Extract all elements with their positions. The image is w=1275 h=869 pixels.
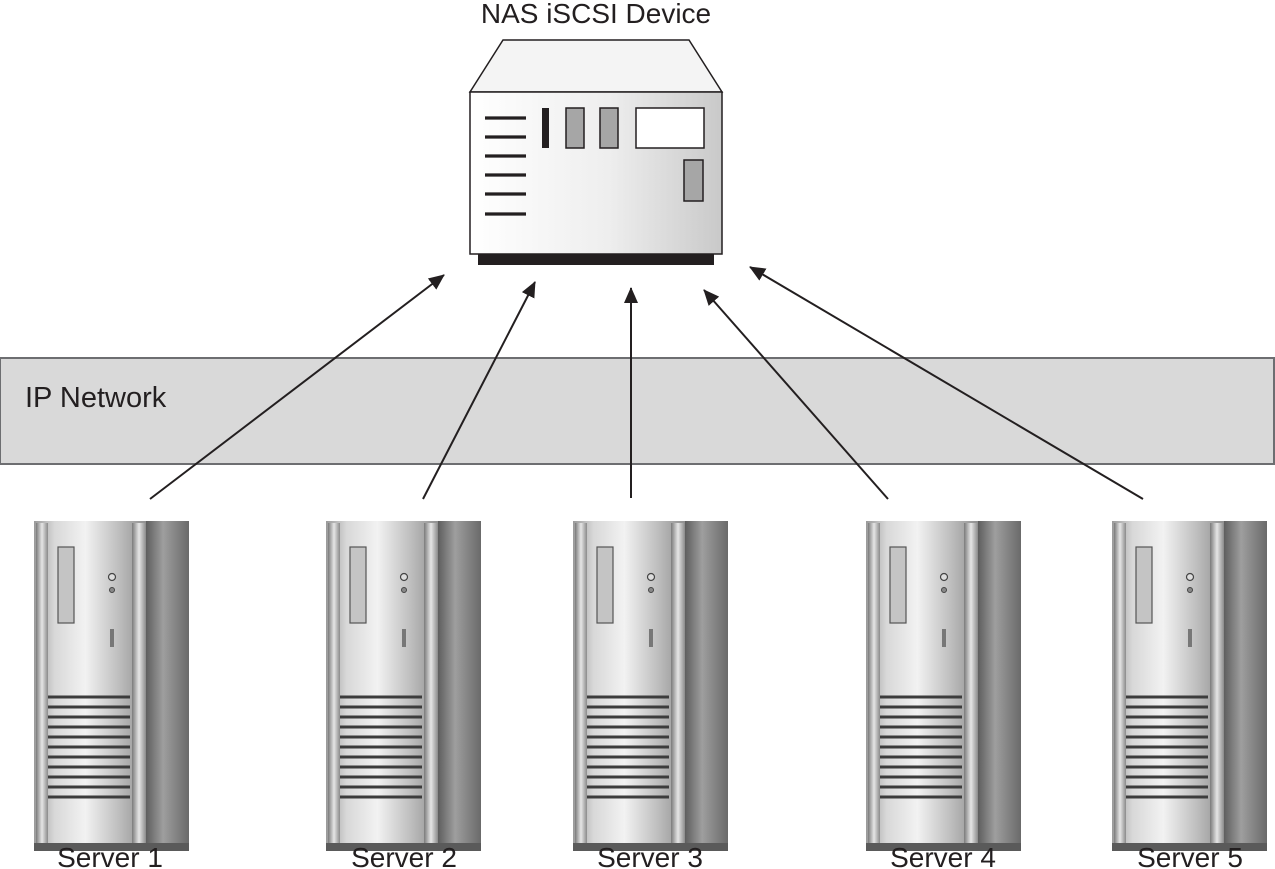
ip-network-label: IP Network xyxy=(25,382,167,414)
server-label: Server 5 xyxy=(1137,842,1243,869)
server-label: Server 1 xyxy=(57,842,163,869)
connection-arrow-server-1 xyxy=(149,274,445,500)
server-3: Server 3 xyxy=(571,519,730,869)
connection-arrow-server-2 xyxy=(422,281,536,500)
tower-server-icon xyxy=(324,519,483,853)
nas-device-title: NAS iSCSI Device xyxy=(481,0,711,29)
nas-storage-icon xyxy=(468,39,724,265)
connection-arrow-server-4 xyxy=(703,289,889,500)
server-5: Server 5 xyxy=(1110,519,1269,869)
server-2: Server 2 xyxy=(324,519,483,869)
server-label: Server 2 xyxy=(351,842,457,869)
server-1: Server 1 xyxy=(32,519,191,869)
tower-server-icon xyxy=(1110,519,1269,853)
server-label: Server 4 xyxy=(890,842,996,869)
tower-server-icon xyxy=(571,519,730,853)
server-4: Server 4 xyxy=(864,519,1023,869)
server-label: Server 3 xyxy=(597,842,703,869)
ip-network-band xyxy=(0,357,1275,465)
tower-server-icon xyxy=(864,519,1023,853)
tower-server-icon xyxy=(32,519,191,853)
connection-arrow-server-5 xyxy=(749,266,1144,500)
